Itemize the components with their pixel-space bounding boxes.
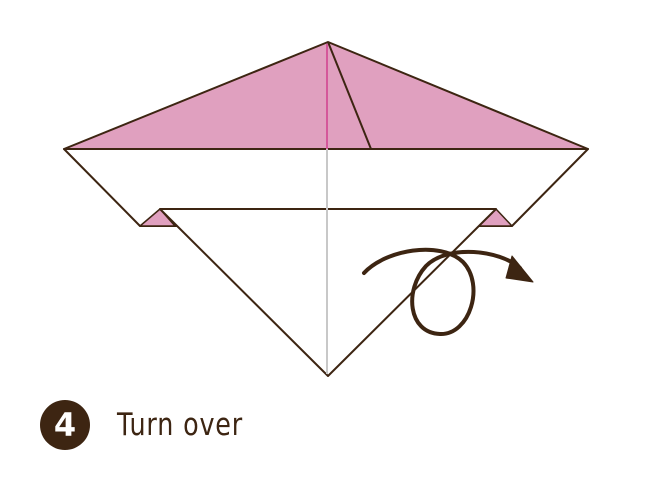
step-instruction: Turn over — [117, 407, 244, 443]
fold-edge-line — [327, 41, 372, 150]
step-caption: 4 Turn over — [40, 400, 271, 450]
loop-arrow-icon — [362, 247, 534, 337]
step-number-badge: 4 — [40, 400, 90, 450]
